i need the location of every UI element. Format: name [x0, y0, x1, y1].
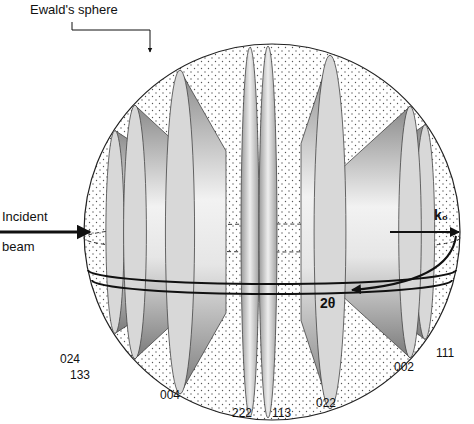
label: k₀	[434, 208, 448, 222]
label: 022	[316, 396, 336, 410]
label: 024	[60, 352, 80, 366]
cone-disc	[259, 46, 277, 418]
label: 2θ	[320, 296, 335, 310]
k0-arrow	[390, 231, 459, 233]
cone-ring	[165, 70, 194, 394]
label: 111	[436, 346, 454, 360]
leader-line	[72, 22, 150, 52]
cone-disc	[241, 47, 259, 416]
label: Ewald's sphere	[30, 3, 118, 17]
incident-beam-arrow	[0, 231, 90, 234]
cone-ring	[124, 105, 147, 358]
two-theta-arrow	[352, 236, 456, 290]
cone-ring	[314, 55, 346, 409]
cone-ring	[106, 131, 124, 334]
label: 113	[272, 406, 291, 420]
label: 002	[394, 360, 414, 374]
ewald-sphere	[84, 44, 460, 420]
label: Incident beam	[2, 202, 52, 262]
label: 133	[70, 368, 90, 382]
label: 222	[232, 406, 252, 420]
label: 004	[160, 388, 180, 402]
